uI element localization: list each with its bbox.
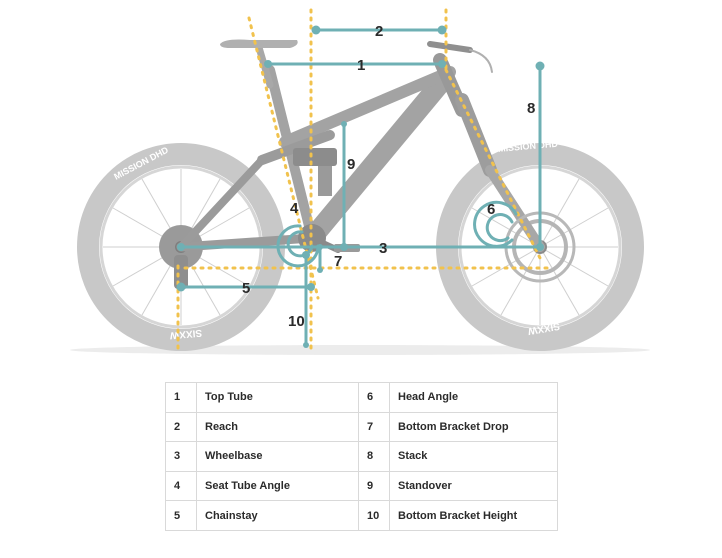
- saddle: [220, 39, 298, 48]
- legend-number: 3: [165, 441, 197, 472]
- label-reach: 2: [375, 23, 383, 40]
- label-seat-tube-angle: 4: [290, 200, 299, 217]
- legend-number: 7: [358, 411, 390, 443]
- label-stack: 8: [527, 100, 535, 117]
- legend-number: 2: [165, 411, 197, 443]
- legend-number: 6: [358, 382, 390, 413]
- label-chainstay: 5: [242, 280, 250, 297]
- legend-number: 4: [165, 470, 197, 502]
- label-standover: 9: [347, 156, 355, 173]
- ground-shadow: [70, 345, 650, 355]
- measurement-lines: [179, 28, 542, 347]
- legend-label: Chainstay: [196, 500, 359, 531]
- legend-label: Head Angle: [389, 382, 558, 413]
- measurement-endpoints: [176, 25, 545, 348]
- legend-number: 8: [358, 441, 390, 472]
- rear-shock: [293, 148, 337, 166]
- legend-label: Seat Tube Angle: [196, 470, 359, 502]
- label-head-angle: 6: [487, 201, 495, 218]
- bike-geometry-diagram: MISSION DHD SIXXW MISSION DHD SIXXW: [70, 8, 650, 355]
- derailleur: [174, 255, 188, 289]
- label-bottom-bracket-height: 10: [288, 313, 305, 330]
- legend-label: Top Tube: [196, 382, 359, 413]
- legend-label: Reach: [196, 411, 359, 443]
- legend-number: 10: [358, 500, 390, 531]
- legend-number: 5: [165, 500, 197, 531]
- legend-label: Standover: [389, 470, 558, 502]
- legend-label: Bottom Bracket Drop: [389, 411, 558, 443]
- legend-number: 9: [358, 470, 390, 502]
- label-wheelbase: 3: [379, 240, 387, 257]
- legend-label: Bottom Bracket Height: [389, 500, 558, 531]
- label-top-tube: 1: [357, 57, 365, 74]
- legend-label: Wheelbase: [196, 441, 359, 472]
- label-bottom-bracket-drop: 7: [334, 253, 342, 270]
- legend-label: Stack: [389, 441, 558, 472]
- legend-number: 1: [165, 382, 197, 413]
